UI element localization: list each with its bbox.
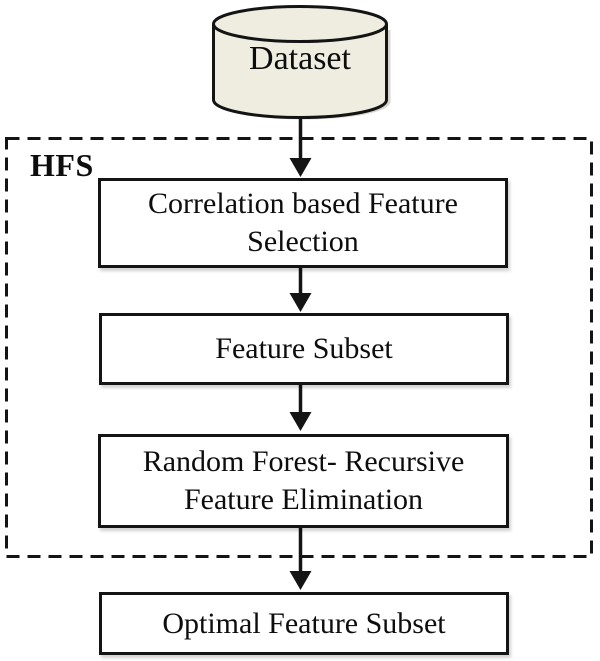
node-correlation-based-feature-selection: Correlation based Feature Selection	[98, 178, 508, 268]
arrowhead-icon	[289, 158, 312, 177]
node-label-line: Optimal Feature Subset	[162, 606, 446, 640]
node-feature-subset: Feature Subset	[99, 313, 509, 385]
hfs-text: HFS	[30, 147, 94, 183]
arrowhead-icon	[289, 571, 312, 590]
edge-cfs-to-feature-subset	[289, 266, 312, 312]
edge-feature-subset-to-rf-rfe	[289, 383, 312, 431]
arrowhead-icon	[289, 412, 312, 431]
node-random-forest-recursive-feature-elimination: Random Forest- Recursive Feature Elimina…	[98, 434, 509, 528]
node-label-line: Random Forest- Recursive	[142, 445, 465, 479]
hfs-group-label: HFS	[30, 147, 94, 184]
edge-rf-rfe-to-optimal	[289, 526, 312, 590]
arrowhead-icon	[289, 293, 312, 312]
node-label-line: Feature Elimination	[183, 483, 424, 516]
hfs-group-border	[5, 137, 593, 558]
node-label-line: Selection	[247, 225, 359, 258]
node-label-line: Feature Subset	[215, 332, 393, 366]
node-dataset-label: Dataset	[212, 36, 388, 82]
node-optimal-feature-subset: Optimal Feature Subset	[99, 592, 509, 655]
node-label-line: Correlation based Feature	[148, 187, 458, 221]
dataset-cylinder-top	[212, 5, 388, 43]
dataset-text: Dataset	[249, 40, 351, 77]
edge-dataset-to-cfs	[289, 117, 312, 177]
